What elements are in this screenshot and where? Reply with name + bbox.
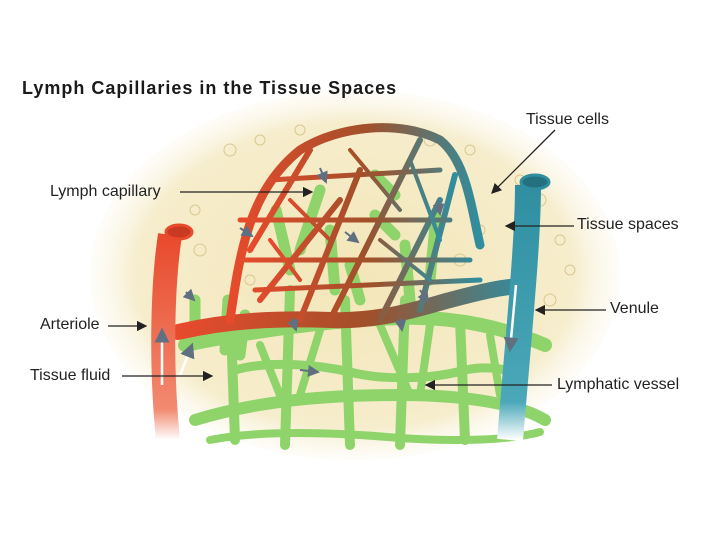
label-tissue-fluid: Tissue fluid bbox=[30, 367, 111, 384]
fluid-arrows bbox=[182, 167, 445, 377]
leader-tissue-cells bbox=[491, 129, 556, 194]
label-arteriole: Arteriole bbox=[40, 316, 100, 333]
label-venule: Venule bbox=[610, 300, 659, 317]
diagram-title: Lymph Capillaries in the Tissue Spaces bbox=[22, 78, 398, 98]
venule-vessel bbox=[497, 173, 551, 442]
label-tissue-spaces: Tissue spaces bbox=[577, 216, 679, 233]
label-tissue-cells: Tissue cells bbox=[526, 111, 609, 128]
arteriole-vessel bbox=[151, 223, 194, 442]
label-lymph-capillary: Lymph capillary bbox=[50, 183, 161, 200]
leader-lines bbox=[108, 129, 606, 391]
label-lymphatic-vessel: Lymphatic vessel bbox=[557, 376, 680, 393]
